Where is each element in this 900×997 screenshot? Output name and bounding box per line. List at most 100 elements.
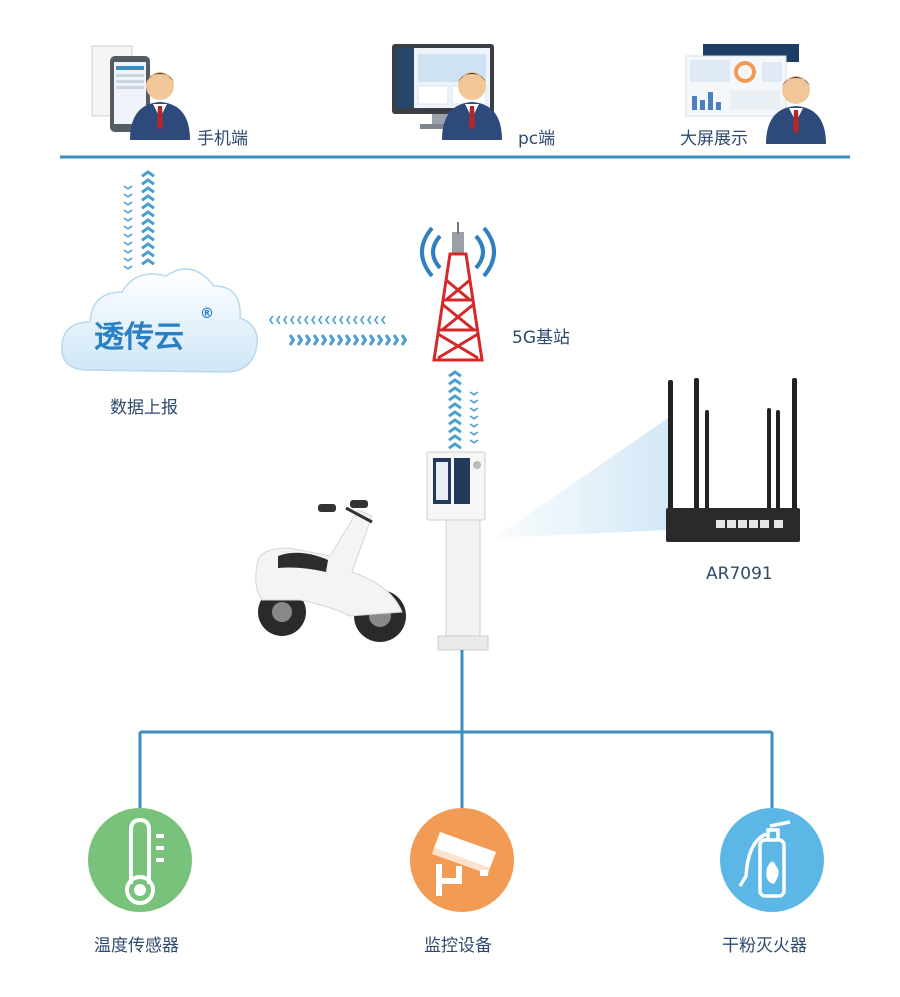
router-icon <box>666 378 800 542</box>
chevron-left-icon <box>374 315 379 325</box>
chevron-up-icon <box>141 194 155 202</box>
chevron-right-icon <box>384 334 392 346</box>
temperature-sensor-label: 温度传感器 <box>94 936 179 956</box>
chevron-down-icon <box>123 193 133 198</box>
chevron-right-icon <box>312 334 320 346</box>
camera-icon <box>432 832 496 896</box>
base-station-label: 5G基站 <box>512 328 570 348</box>
thermometer-icon <box>125 817 164 905</box>
chevron-up-icon <box>141 258 155 266</box>
temperature-sensor-circle <box>88 808 192 912</box>
chevron-left-icon <box>381 315 386 325</box>
sensor-bus-lines <box>138 650 774 808</box>
chevron-right-icon <box>368 334 376 346</box>
chevron-up-icon <box>141 242 155 250</box>
chevron-left-icon <box>290 315 295 325</box>
scooter-icon <box>255 500 406 642</box>
chevron-down-icon <box>123 201 133 206</box>
chevron-left-icon <box>276 315 281 325</box>
chevron-down-icon <box>469 415 479 420</box>
chevron-up-icon <box>141 226 155 234</box>
chevron-left-icon <box>339 315 344 325</box>
chevron-up-icon <box>448 402 462 410</box>
chevron-up-icon <box>141 186 155 194</box>
chevron-up-icon <box>141 202 155 210</box>
chevron-up-icon <box>141 178 155 186</box>
chevron-up-icon <box>141 170 155 178</box>
chevron-left-icon <box>353 315 358 325</box>
chevron-right-icon <box>304 334 312 346</box>
chevron-left-icon <box>304 315 309 325</box>
chevron-down-icon <box>469 439 479 444</box>
chevron-right-icon <box>376 334 384 346</box>
chevron-left-icon <box>332 315 337 325</box>
chevron-left-icon <box>325 315 330 325</box>
chevron-up-icon <box>141 218 155 226</box>
chevron-up-icon <box>448 386 462 394</box>
chevron-up-icon <box>448 426 462 434</box>
chevron-left-icon <box>346 315 351 325</box>
fire-extinguisher-icon <box>738 820 791 898</box>
chevron-right-icon <box>328 334 336 346</box>
mobile-terminal-label: 手机端 <box>197 129 248 149</box>
cloud-uplink-arrows <box>123 170 155 270</box>
cloud-station-arrows <box>269 315 408 346</box>
chevron-right-icon <box>360 334 368 346</box>
chevron-down-icon <box>123 249 133 254</box>
chevron-left-icon <box>311 315 316 325</box>
chevron-down-icon <box>123 257 133 262</box>
person-icon-mobile <box>130 72 190 140</box>
chevron-down-icon <box>123 265 133 270</box>
chevron-up-icon <box>448 434 462 442</box>
chevron-down-icon <box>123 241 133 246</box>
person-icon-pc <box>442 72 502 140</box>
person-icon-bigscreen <box>766 76 826 144</box>
cloud-registered-mark: ® <box>200 306 214 322</box>
chevron-down-icon <box>123 217 133 222</box>
chevron-left-icon <box>360 315 365 325</box>
chevron-down-icon <box>123 225 133 230</box>
monitoring-device-label: 监控设备 <box>424 936 492 956</box>
chevron-right-icon <box>352 334 360 346</box>
chevron-right-icon <box>288 334 296 346</box>
chevron-left-icon <box>367 315 372 325</box>
chevron-left-icon <box>318 315 323 325</box>
chevron-left-icon <box>283 315 288 325</box>
chevron-left-icon <box>269 315 274 325</box>
chevron-left-icon <box>297 315 302 325</box>
big-screen-icon <box>685 44 799 117</box>
chevron-down-icon <box>469 391 479 396</box>
chevron-right-icon <box>400 334 408 346</box>
chevron-up-icon <box>448 394 462 402</box>
router-model-label: AR7091 <box>706 564 773 584</box>
charging-pile-icon <box>426 451 489 651</box>
pile-station-arrows <box>448 370 479 450</box>
cloud-caption: 数据上报 <box>110 398 178 418</box>
chevron-up-icon <box>448 378 462 386</box>
chevron-right-icon <box>320 334 328 346</box>
thermometer-bulb-icon <box>134 884 146 896</box>
chevron-down-icon <box>469 399 479 404</box>
extinguisher-label: 干粉灭火器 <box>722 936 807 956</box>
router-beam <box>494 418 668 538</box>
chevron-right-icon <box>344 334 352 346</box>
cloud-name: 透传云 <box>94 320 184 355</box>
chevron-right-icon <box>392 334 400 346</box>
chevron-down-icon <box>123 209 133 214</box>
chevron-up-icon <box>448 442 462 450</box>
chevron-up-icon <box>141 250 155 258</box>
cloud-icon <box>61 268 258 373</box>
chevron-right-icon <box>296 334 304 346</box>
chevron-down-icon <box>123 185 133 190</box>
chevron-down-icon <box>469 423 479 428</box>
chevron-up-icon <box>448 410 462 418</box>
bigscreen-label: 大屏展示 <box>680 129 748 149</box>
chevron-up-icon <box>448 370 462 378</box>
5g-tower-icon <box>420 222 496 362</box>
extinguisher-circle <box>720 808 824 912</box>
chevron-up-icon <box>141 210 155 218</box>
chevron-up-icon <box>141 234 155 242</box>
chevron-right-icon <box>336 334 344 346</box>
chevron-down-icon <box>123 233 133 238</box>
chevron-down-icon <box>469 431 479 436</box>
